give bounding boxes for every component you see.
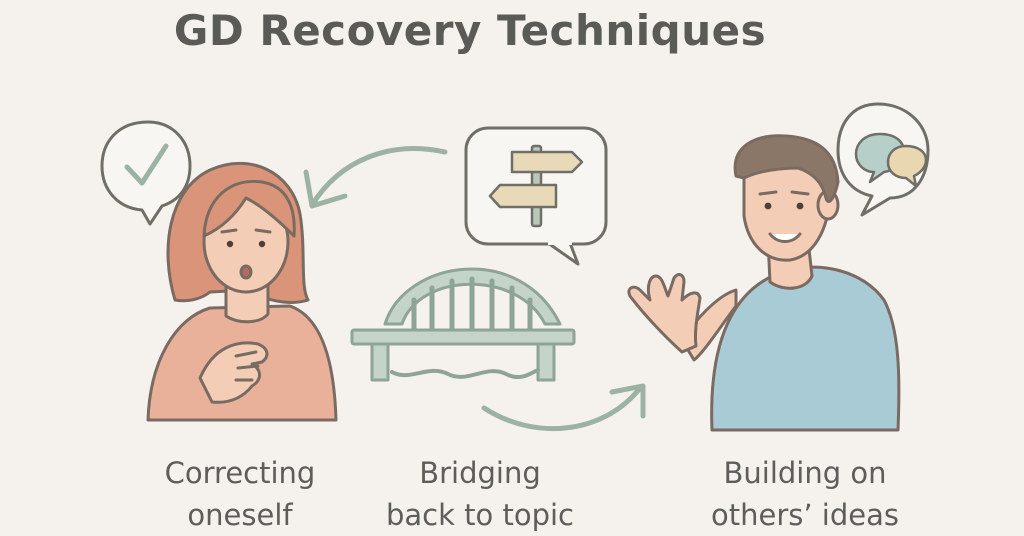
caption-left-line2: oneself [187, 498, 293, 532]
woman-figure [146, 161, 338, 422]
caption-right-line1: Building on [723, 456, 887, 490]
caption-correcting-oneself: Correcting oneself [120, 452, 360, 536]
page-title: GD Recovery Techniques [173, 6, 767, 55]
caption-middle-line1: Bridging [419, 456, 541, 490]
bridge-icon [350, 267, 576, 382]
checkmark-icon [124, 143, 169, 186]
arrow-left-icon [303, 146, 448, 209]
arrow-right-icon [481, 383, 646, 431]
man-figure [627, 134, 901, 432]
caption-bridging-back: Bridging back to topic [360, 452, 600, 536]
signpost-icon [488, 144, 584, 228]
caption-left-line1: Correcting [164, 456, 316, 490]
caption-right-line2: others’ ideas [711, 498, 899, 532]
caption-building-on-ideas: Building on others’ ideas [655, 452, 955, 536]
chat-bubbles-icon [854, 132, 928, 188]
caption-middle-line2: back to topic [386, 498, 574, 532]
